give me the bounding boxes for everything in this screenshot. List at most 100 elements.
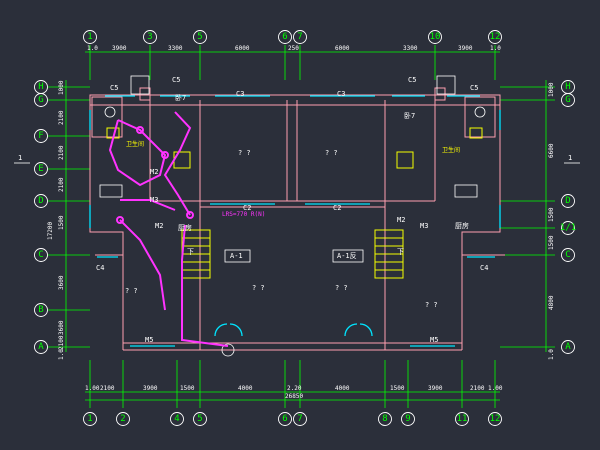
axis-top-3: 3 [147, 32, 152, 42]
text-layer: 1.0 3900 3300 6000 250 6000 3300 3900 1.… [14, 45, 580, 400]
room-q-2: ? ? [325, 149, 338, 157]
stair-down-a: 下 [187, 248, 194, 256]
axis-top-6: 6 [282, 32, 287, 42]
dim-bottom-1: 2100 [100, 385, 115, 392]
axis-bottom-6: 6 [282, 414, 287, 424]
axis-top-1: 1 [87, 32, 92, 42]
axis-bottom-2-circle [116, 412, 130, 426]
axis-bottom-12-circle [488, 412, 502, 426]
bath-a: 卫生间 [126, 140, 144, 148]
dim-left-1: 2100 [58, 110, 65, 125]
walls [89, 87, 505, 351]
axis-right-D-circle [561, 194, 575, 208]
window-label-c5-b: C5 [172, 76, 180, 84]
axis-top-10: 10 [430, 32, 441, 42]
window-label-m5-b: M5 [430, 336, 438, 344]
axis-bottom-7: 7 [297, 414, 302, 424]
window-label-c4-a: C4 [96, 264, 104, 272]
axis-left-B: B [38, 305, 43, 315]
unit-box-a1-rev [332, 249, 364, 263]
dim-right-4: 4800 [548, 295, 555, 310]
dim-top-2: 3300 [168, 45, 183, 52]
axis-top-1-circle [83, 30, 97, 44]
stairs [173, 151, 414, 279]
vertical-grid-lines [85, 45, 500, 408]
axis-top-5: 5 [197, 32, 202, 42]
dim-bottom-7: 1500 [390, 385, 405, 392]
axis-top-10-circle [428, 30, 442, 44]
room-7-a: 卧7 [175, 94, 186, 102]
axis-left-A-circle [34, 340, 48, 354]
axis-left-C-circle [34, 248, 48, 262]
dim-left-5: 3600 [58, 275, 65, 290]
axis-left-A: A [38, 342, 44, 352]
axis-bottom-2: 2 [120, 414, 125, 424]
unit-box-a1 [224, 249, 251, 263]
axis-bottom-5: 5 [197, 414, 202, 424]
dim-bottom-5: 2.20 [287, 385, 302, 392]
axis-right-C-circle [561, 248, 575, 262]
dim-top-6: 3300 [403, 45, 418, 52]
window-label-c3-b: C3 [337, 90, 345, 98]
window-label-c3-a: C3 [236, 90, 244, 98]
fixtures [99, 75, 486, 357]
axis-top-3-circle [143, 30, 157, 44]
window-label-c5-a: C5 [110, 84, 118, 92]
axis-left-G: G [38, 95, 43, 105]
windows [89, 95, 501, 347]
dim-bottom-4: 4000 [238, 385, 253, 392]
axis-left-G-circle [34, 93, 48, 107]
axis-top-12: 12 [490, 32, 501, 42]
dim-bottom-total: 26850 [285, 393, 303, 400]
axis-left-E: E [38, 164, 43, 174]
dim-bottom-8: 3900 [428, 385, 443, 392]
room-7-b: 卧7 [404, 112, 415, 120]
door-m2-a: M2 [150, 168, 158, 176]
dim-right-5: 1.0 [548, 349, 555, 360]
room-q-4: ? ? [425, 301, 438, 309]
window-label-m5-a: M5 [145, 336, 153, 344]
pipe-annotation: LRS=770 R(N) [222, 211, 265, 218]
door-m3-a: M3 [150, 196, 158, 204]
axis-left-E-circle [34, 162, 48, 176]
dim-bottom-10: 1.00 [488, 385, 503, 392]
dim-left-total: 17200 [47, 222, 54, 240]
axis-bottom-1: 1 [87, 414, 92, 424]
room-q-6: ? ? [335, 284, 348, 292]
dim-right-2: 1500 [548, 207, 555, 222]
axis-bottom-4: 4 [174, 414, 179, 424]
axis-bottom-8-circle [378, 412, 392, 426]
axis-bottom-11-circle [455, 412, 469, 426]
kitchen-b: 厨房 [455, 221, 469, 230]
dim-left-0: 1000 [58, 80, 65, 95]
axis-right-1-1: 1/1 [560, 223, 576, 233]
dim-top-7: 3900 [458, 45, 473, 52]
axis-left-D-circle [34, 194, 48, 208]
axis-left-C: C [38, 250, 43, 260]
dim-top-8: 1.0 [490, 45, 501, 52]
room-q-1: ? ? [238, 149, 251, 157]
dim-left-6: 3600 [58, 320, 65, 335]
window-label-c4-b: C4 [480, 264, 488, 272]
axis-bottom-11: 11 [457, 414, 468, 424]
dim-top-0: 1.0 [87, 45, 98, 52]
dim-left-7: 2100 [58, 335, 65, 350]
axis-right-G: G [565, 95, 570, 105]
axis-bottom-12: 12 [490, 414, 501, 424]
axis-bottom-9: 9 [405, 414, 410, 424]
dim-left-4: 1500 [58, 215, 65, 230]
stair-down-b: 下 [397, 248, 404, 256]
window-label-c5-d: C5 [470, 84, 478, 92]
axis-right-H: H [565, 82, 570, 92]
door-m2-c: M2 [155, 222, 163, 230]
axis-top-6-circle [278, 30, 292, 44]
axis-right-G-circle [561, 93, 575, 107]
dim-bottom-6: 4000 [335, 385, 350, 392]
dim-right-1: 6600 [548, 143, 555, 158]
dim-left-2: 2100 [58, 145, 65, 160]
axis-bottom-4-circle [170, 412, 184, 426]
window-label-c2-a: C2 [243, 204, 251, 212]
axis-top-7-circle [293, 30, 307, 44]
dim-top-4: 250 [288, 45, 299, 52]
